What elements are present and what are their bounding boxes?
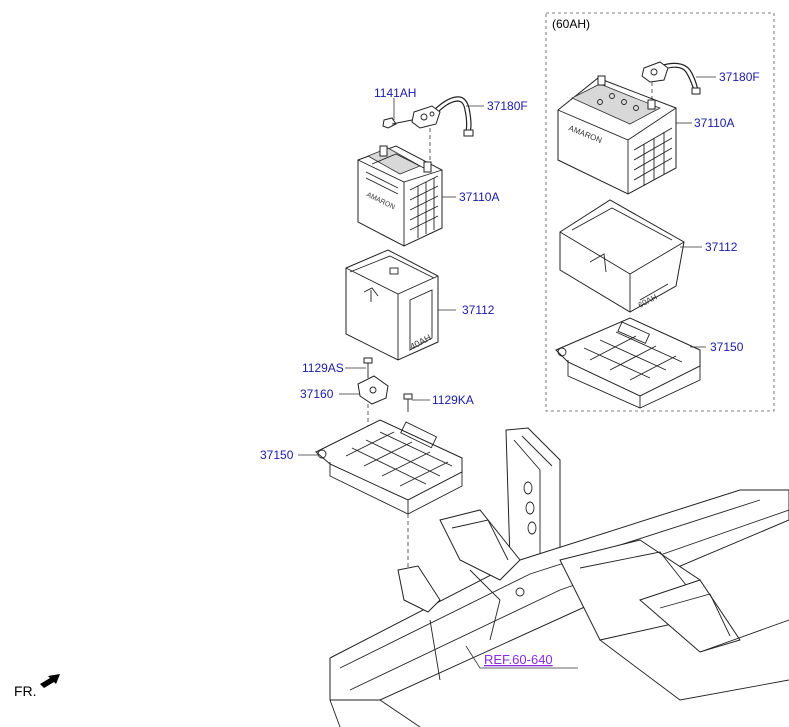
label-37180f-right: 37180F — [719, 70, 760, 84]
bolt-1129as — [363, 357, 373, 378]
battery-left: AMARON — [357, 145, 443, 247]
front-label: FR. — [14, 683, 37, 699]
battery-cable-left — [411, 96, 474, 137]
front-direction-indicator: FR. — [14, 674, 60, 699]
label-1129as: 1129AS — [302, 361, 344, 375]
battery-tray-left — [315, 419, 463, 515]
battery-right: AMARON — [557, 75, 677, 195]
label-37112-right: 37112 — [705, 240, 738, 254]
label-37110a-right: 37110A — [694, 116, 734, 130]
bracket-37160 — [357, 375, 389, 405]
label-37150-right: 37150 — [710, 340, 744, 354]
battery-cover-right: 60AH — [559, 199, 685, 313]
battery-cable-right — [641, 61, 701, 95]
variant-60ah-label: (60AH) — [552, 17, 590, 31]
reference-label[interactable]: REF.60-640 — [484, 652, 553, 667]
label-37160: 37160 — [300, 387, 334, 401]
battery-cover-left: 40AH — [345, 249, 439, 361]
label-37110a-left: 37110A — [459, 190, 499, 204]
leader-lines — [298, 76, 716, 669]
variant-60ah-box — [545, 12, 775, 412]
label-37112-left: 37112 — [462, 303, 495, 317]
label-37150-left: 37150 — [260, 448, 294, 462]
label-1129ka: 1129KA — [432, 393, 474, 407]
battery-tray-right — [555, 317, 701, 409]
label-1141ah: 1141AH — [374, 86, 416, 100]
label-37180f-left: 37180F — [487, 99, 528, 113]
bolt-1141ah — [382, 117, 413, 129]
bolt-1129ka — [403, 393, 413, 412]
vehicle-body-frame — [329, 427, 789, 727]
front-arrow-icon — [40, 674, 60, 688]
